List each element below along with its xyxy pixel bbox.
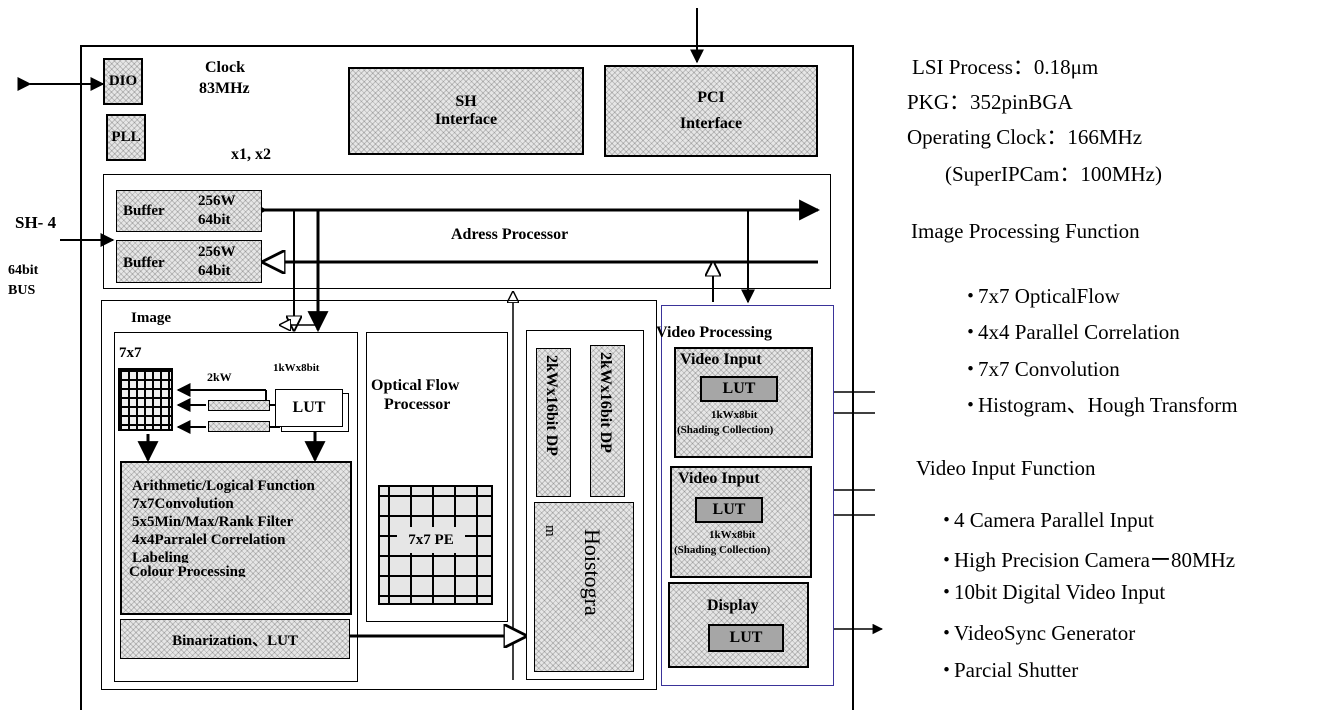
optical-flow-title-1: Optical Flow [371,377,460,394]
image-function-item: ・Histogram、Hough Transform [960,393,1238,417]
dp1-label: 2kWx16bit DP [543,355,560,456]
video-input-2-lut: LUT [695,497,763,523]
buffer-block-2: Buffer 256W 64bit [116,240,262,283]
dp-block-2: 2kWx16bit DP [590,345,625,497]
dp-block-1: 2kWx16bit DP [536,348,571,497]
pci-interface-line1: PCI [697,89,725,106]
spec-process: LSI Process：0.18μm [912,55,1099,79]
pll-block: PLL [106,114,146,161]
video-function-item: ・10bit Digital Video Input [936,580,1166,604]
spec-clock-note: (SuperIPCam：100MHz) [945,162,1162,186]
video-input-2-lut-size: 1kWx8bit [709,529,756,541]
clock-multiplier-label: x1, x2 [231,146,271,163]
image-function-item: ・4x4 Parallel Correlation [960,320,1180,344]
histogram-block: Hoistogra m [534,502,634,672]
lut-size-label: 1kWx8bit [273,362,320,374]
buffer1-size: 256W [198,193,236,209]
sh-interface-block: SH Interface [348,67,584,155]
video-input-2-lut-label: LUT [712,501,746,518]
kernel-grid [118,368,173,431]
function-item: 7x7Convolution [132,496,234,512]
video-function-item: ・Parcial Shutter [936,658,1079,682]
pe-label: 7x7 PE [408,531,454,548]
buffer-block-1: Buffer 256W 64bit [116,190,262,232]
pci-interface-block: PCI Interface [604,65,818,157]
display-lut-label: LUT [729,629,763,646]
video-input-1-lut: LUT [700,376,778,402]
address-processor-block [103,174,831,289]
dio-label: DIO [108,73,138,89]
video-input-2-label: Video Input [678,470,760,487]
video-input-1-block: Video Input LUT 1kWx8bit (Shading Collec… [674,347,813,458]
video-function-item: ・High Precision Cameraー80MHz [936,548,1236,572]
pll-label: PLL [111,129,141,145]
buffer2-label: Buffer [123,255,165,271]
binarization-label: Binarization、LUT [172,632,298,649]
display-block: Display LUT [668,582,809,668]
pe-label-box: 7x7 PE [397,527,465,553]
video-input-2-block: Video Input LUT 1kWx8bit (Shading Collec… [670,466,812,578]
clock-label: Clock [205,59,245,76]
video-input-2-shading: (Shading Collection) [674,544,771,556]
image-inner-block [114,332,358,682]
image-outer-block [101,300,657,690]
buffer1-label: Buffer [123,203,165,219]
video-function-heading: Video Input Function [916,456,1096,480]
image-function-item: ・7x7 Convolution [960,357,1120,381]
display-label: Display [707,597,759,614]
video-input-1-shading: (Shading Collection) [677,424,774,436]
function-item: Arithmetic/Logical Function [132,478,315,494]
sh-interface-line1: SH [455,93,477,110]
sh4-label: SH- 4 [15,213,57,232]
spec-clock: Operating Clock：166MHz [907,125,1143,149]
dio-block: DIO [103,58,143,105]
function-item: Colour Processing [129,564,246,577]
video-processing-title: Video Processing [656,324,772,341]
bus-label: BUS [8,283,36,298]
video-input-1-label: Video Input [680,351,762,368]
buffer2-width: 64bit [198,263,231,279]
video-input-1-lut-size: 1kWx8bit [711,409,758,421]
dp2-label: 2kWx16bit DP [597,352,614,453]
video-input-1-lut-label: LUT [722,380,756,397]
spec-package: PKG：352pinBGA [907,90,1073,114]
image-function-item: ・7x7 OpticalFlow [960,284,1120,308]
video-function-item: ・4 Camera Parallel Input [936,508,1155,532]
clock-freq-label: 83MHz [199,80,250,97]
function-item: Labeling [132,550,189,563]
buffer2-size: 256W [198,244,236,260]
sh-interface-line2: Interface [434,111,498,128]
video-function-item: ・VideoSync Generator [936,621,1136,645]
display-lut: LUT [708,624,784,652]
binarization-block: Binarization、LUT [120,619,350,659]
lut-label: LUT [292,399,326,416]
line-buffer-1 [208,400,270,411]
functions-block: Arithmetic/Logical Function 7x7Convoluti… [120,461,352,615]
histogram-label-tail: m [542,525,558,537]
line-buffer-2 [208,421,270,432]
kernel-label: 7x7 [119,345,142,361]
chip-outline [80,45,854,710]
lut-block: LUT [275,389,343,427]
buffer1-width: 64bit [198,212,231,228]
image-function-heading: Image Processing Function [911,219,1140,243]
line-buffer-label: 2kW [207,370,232,384]
pci-interface-line2: Interface [679,115,743,132]
function-list: Arithmetic/Logical Function 7x7Convoluti… [129,477,315,577]
optical-flow-title-2: Processor [384,396,451,413]
bus-width-label: 64bit [8,263,39,278]
function-item: 5x5Min/Max/Rank Filter [132,514,294,530]
image-title: Image [131,310,171,326]
histogram-label: Hoistogra [580,529,605,616]
address-processor-label: Adress Processor [451,226,569,243]
function-item: 4x4Parralel Correlation [132,532,286,548]
